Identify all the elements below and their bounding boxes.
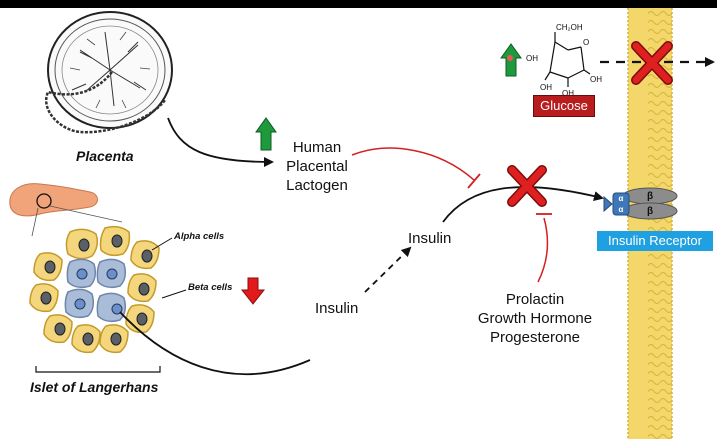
pancreas-icon	[9, 183, 98, 217]
cross-icon-glucose	[631, 41, 673, 85]
insulin-receptor-label: Insulin Receptor	[608, 233, 702, 248]
hormones-label: Prolactin Growth Hormone Progesterone	[477, 291, 593, 346]
insulin-to-receptor-arrow	[442, 186, 604, 223]
receptor-beta-bottom: β	[647, 206, 653, 217]
glucose-molecule	[544, 32, 591, 87]
glucose-oh-label-2: OH	[540, 83, 552, 92]
glucose-oh-label-4: OH	[590, 75, 602, 84]
glucose-oh-label-1: OH	[526, 54, 538, 63]
alpha-cells-label: Alpha cells	[174, 231, 225, 242]
islet-illustration	[29, 225, 160, 354]
glucose-oh-label-3: OH	[562, 89, 574, 98]
hpl-inhibition-line	[351, 147, 481, 189]
cross-icon-insulin	[507, 165, 547, 207]
glucose-label-box: Glucose	[533, 95, 595, 117]
down-arrow-icon	[240, 277, 266, 305]
glucose-ring-o-label: O	[583, 38, 589, 47]
placenta-icon	[45, 11, 173, 134]
insulin-mid-label: Insulin	[408, 230, 452, 247]
up-arrow-icon	[255, 117, 277, 151]
placenta-to-hpl-arrow	[167, 117, 274, 167]
glucose-ch2oh-label: CH₂OH	[556, 23, 583, 32]
islet-label: Islet of Langerhans	[30, 379, 159, 395]
insulin-receptor-icon	[603, 187, 678, 220]
beta-cells-label: Beta cells	[188, 282, 233, 293]
receptor-alpha-bottom: α	[619, 205, 624, 214]
receptor-alpha-top: α	[619, 194, 624, 203]
insulin-low-label: Insulin	[315, 300, 359, 317]
beta-cells-curve-arrow	[119, 311, 311, 375]
insulin-receptor-box: Insulin Receptor	[597, 231, 713, 251]
glucose-label: Glucose	[540, 98, 588, 113]
hpl-label: Human Placental Lactogen	[286, 139, 348, 194]
insulin-dashed-arrow	[364, 246, 412, 293]
hormones-inhibition-line	[536, 213, 552, 283]
top-bar	[0, 0, 717, 8]
islet-bracket	[35, 366, 161, 373]
placenta-label: Placenta	[76, 148, 134, 164]
receptor-beta-top: β	[647, 191, 653, 202]
